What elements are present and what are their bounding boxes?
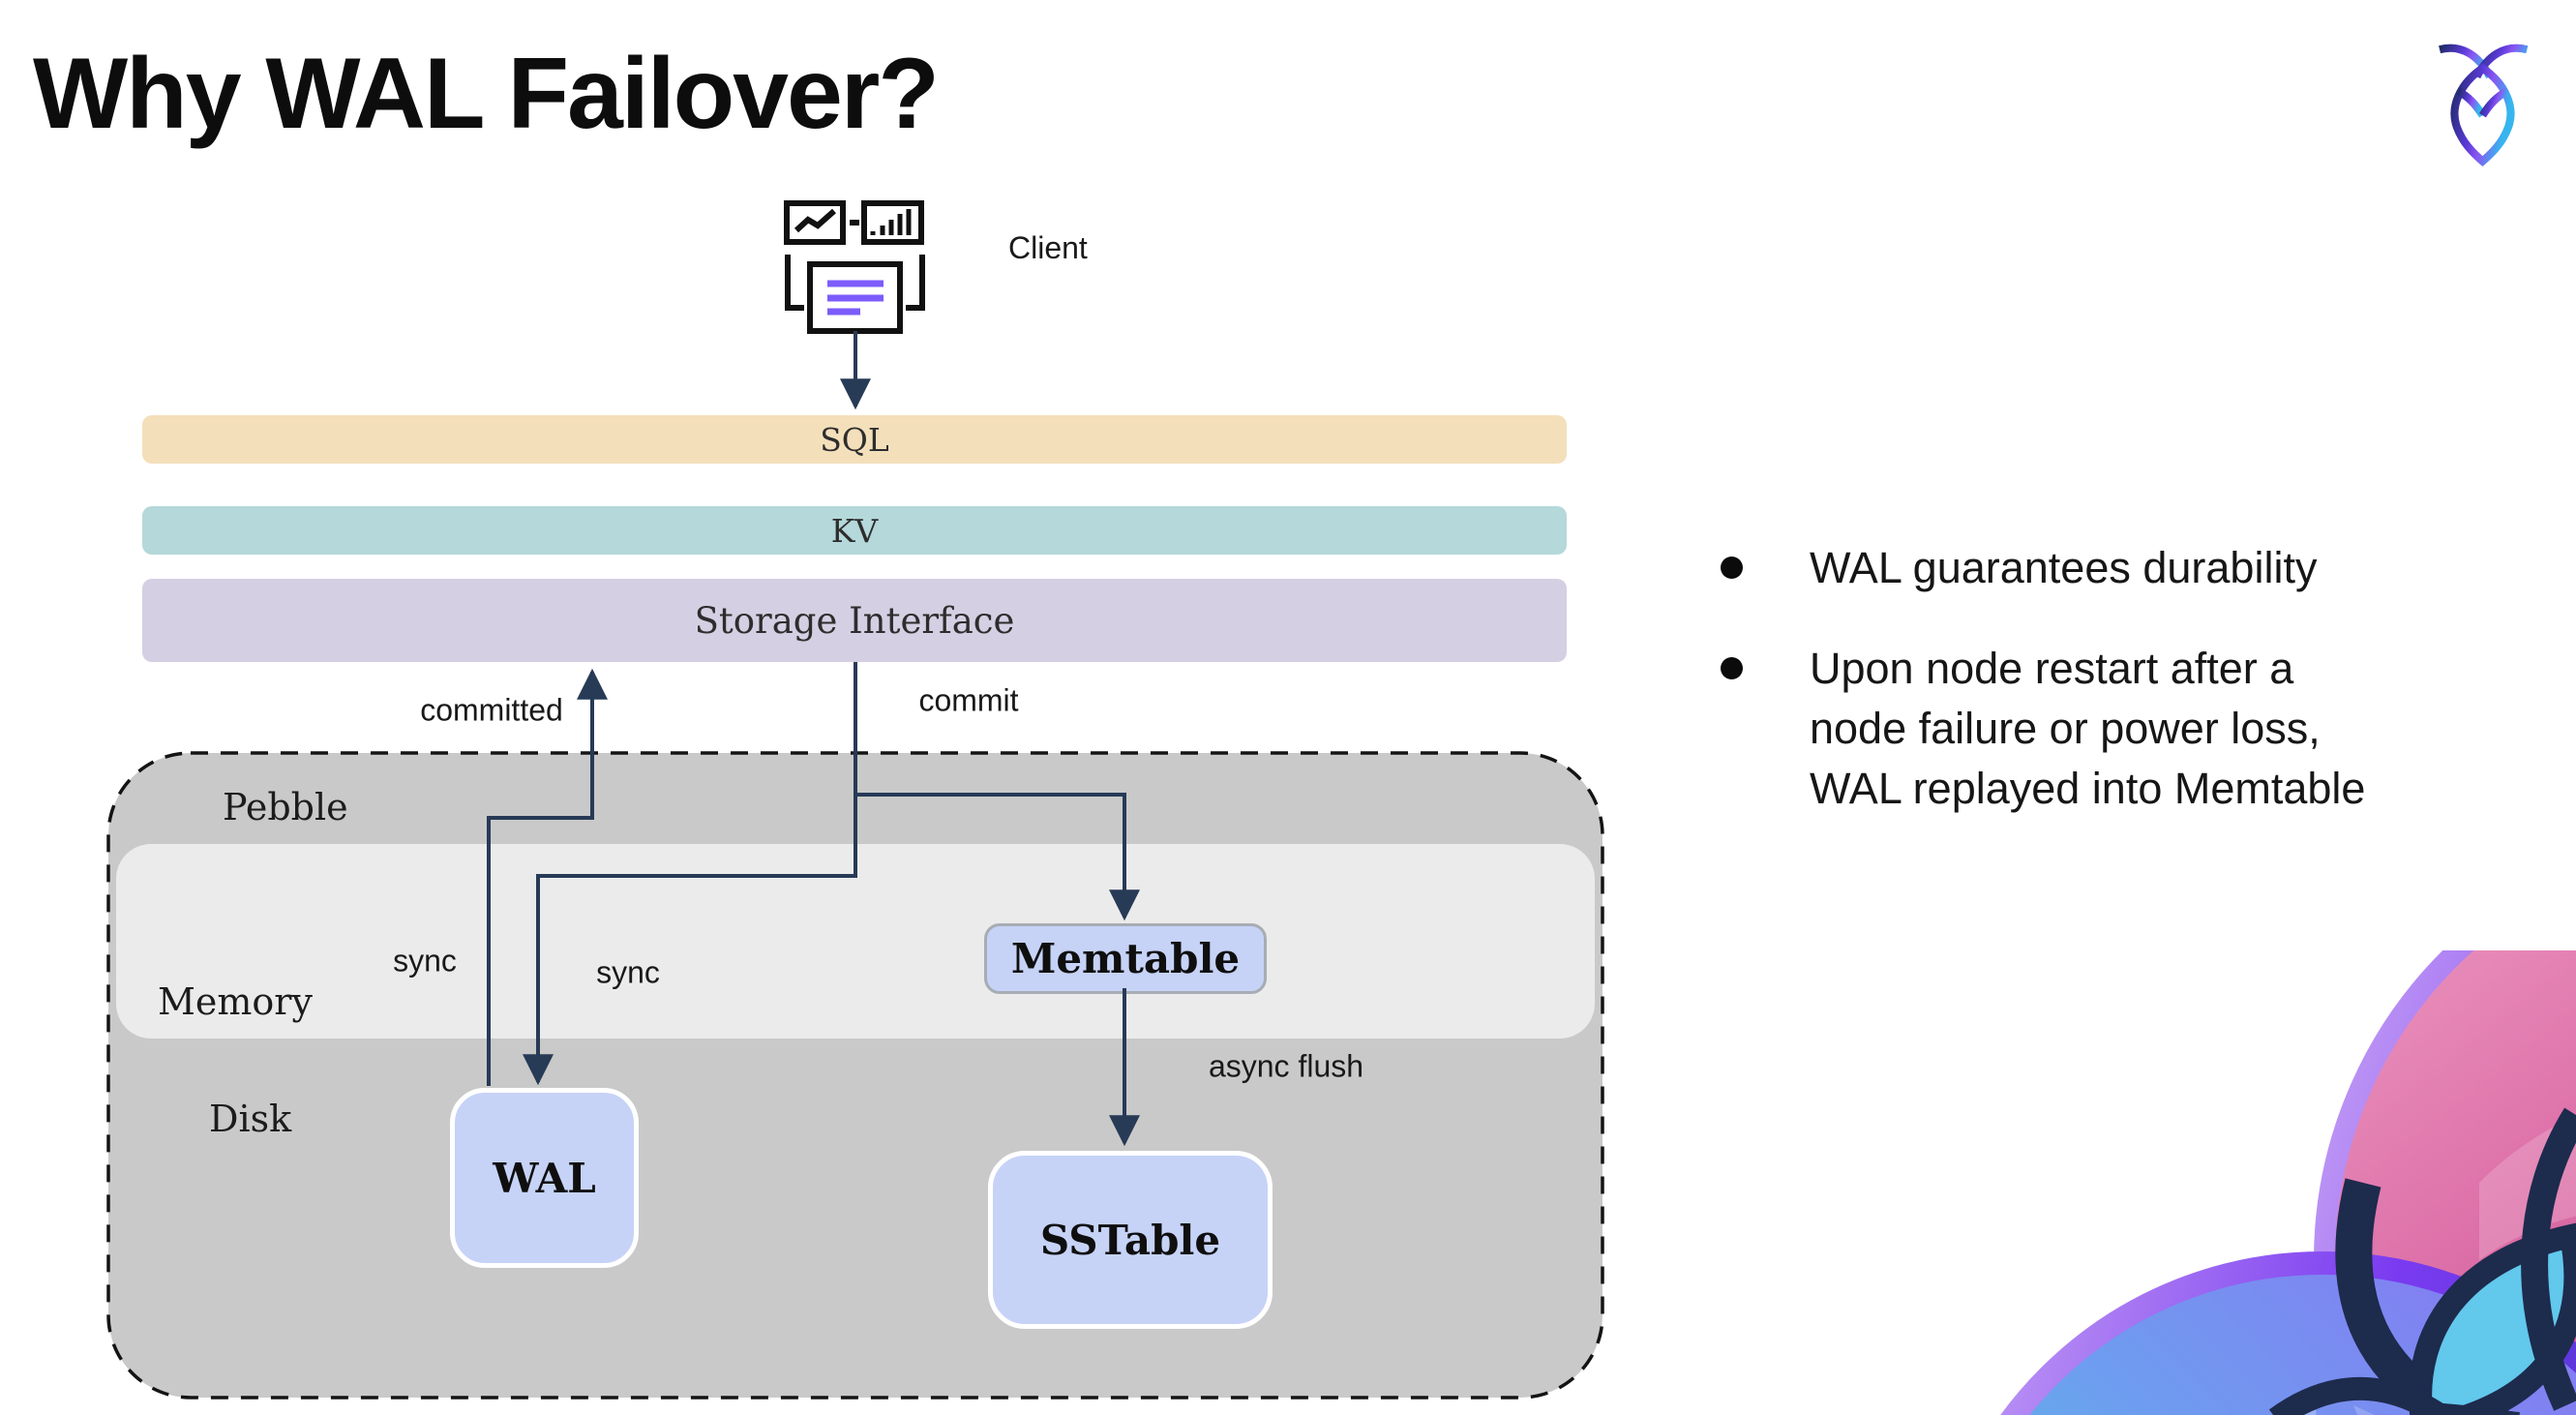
layer-storage-interface: Storage Interface <box>142 579 1567 662</box>
blue-facet-2 <box>2353 1405 2375 1415</box>
node-memtable: Memtable <box>984 923 1267 994</box>
memory-label: Memory <box>158 980 313 1023</box>
memory-band <box>116 844 1595 1039</box>
client-label: Client <box>1008 230 1088 265</box>
node-wal: WAL <box>450 1088 639 1268</box>
list-item: Upon node restart after a node failure o… <box>1713 639 2448 819</box>
glyph-bottom-arc <box>2268 1376 2452 1415</box>
layer-sql-label: SQL <box>820 420 889 459</box>
bullet-text: WAL replayed into Memtable <box>1810 764 2366 813</box>
page-title: Why WAL Failover? <box>33 38 940 150</box>
cockroachdb-logo-icon <box>2439 44 2529 166</box>
node-sstable: SSTable <box>988 1151 1273 1329</box>
edge-label-committed: committed <box>420 692 563 728</box>
bullet-text: node failure or power loss, <box>1810 704 2321 753</box>
edge-label-sync-2: sync <box>596 954 660 990</box>
layer-storage-label: Storage Interface <box>694 599 1015 642</box>
bullet-dot <box>1721 657 1743 679</box>
node-sstable-label: SSTable <box>1039 1216 1221 1264</box>
layer-kv: KV <box>142 506 1567 555</box>
bullet-text: WAL guarantees durability <box>1810 543 2318 592</box>
layer-sql: SQL <box>142 415 1567 464</box>
pebble-label: Pebble <box>223 786 348 828</box>
glyph-spine <box>2335 1178 2521 1415</box>
layer-kv-label: KV <box>830 511 879 550</box>
brand-corner-artwork <box>2000 950 2576 1415</box>
edge-label-async-flush: async flush <box>1208 1048 1364 1084</box>
pebble-container <box>108 753 1603 1398</box>
list-item: WAL guarantees durability <box>1713 538 2448 598</box>
disk-label: Disk <box>209 1098 292 1140</box>
client-monitors-icon <box>784 200 925 334</box>
bullet-text: Upon node restart after a <box>1810 644 2294 693</box>
edge-label-sync-1: sync <box>393 943 457 978</box>
edge-label-commit: commit <box>918 682 1019 718</box>
node-memtable-label: Memtable <box>1010 935 1241 982</box>
bullet-dot <box>1721 557 1743 579</box>
node-wal-label: WAL <box>493 1154 596 1202</box>
notes-list: WAL guarantees durability Upon node rest… <box>1713 538 2448 859</box>
glyph-right-arc <box>2521 1107 2576 1411</box>
